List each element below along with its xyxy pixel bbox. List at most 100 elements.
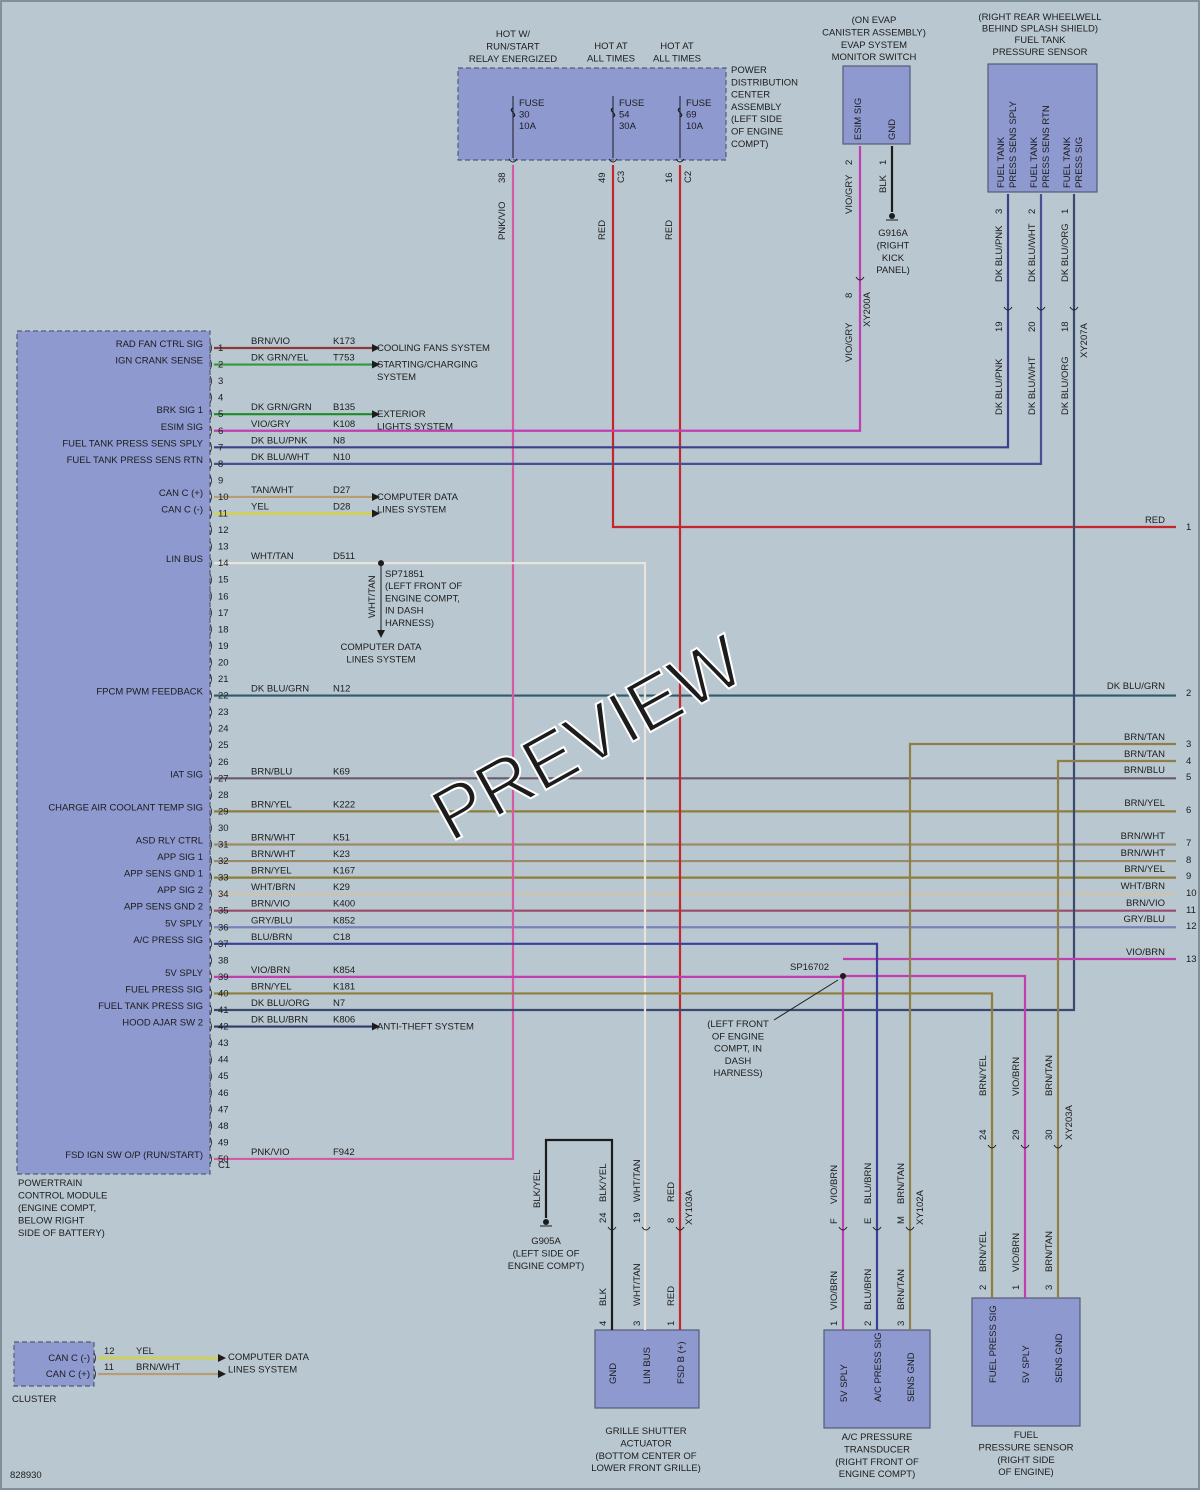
- pcm-pin-contact: [209, 938, 212, 950]
- ftps-pin-number: 1: [1060, 209, 1071, 214]
- wire-color-label: BRN/TAN: [1044, 1231, 1055, 1272]
- wire-color-label: VIO/GRY: [844, 174, 855, 214]
- pcm-pin-number: 9: [218, 475, 223, 486]
- fuse-icon: [510, 107, 516, 118]
- system-arrow: [377, 630, 385, 638]
- fuse-label: 69: [686, 110, 697, 121]
- acpt-terminal: 5V SPLY: [839, 1363, 850, 1402]
- pdc-pin-number: 16: [664, 172, 675, 183]
- circuit-number: N8: [333, 435, 345, 446]
- wire-color-label: BLU/BRN: [863, 1269, 874, 1310]
- pdc-pin-number: 38: [497, 172, 508, 183]
- inline-pin-number: 30: [1044, 1129, 1055, 1140]
- pdc-heading: RELAY ENERGIZED: [469, 54, 557, 65]
- edge-connector-number: 1: [1186, 522, 1191, 533]
- pcm-pin-number: 2: [218, 360, 223, 371]
- system-destination: LIGHTS SYSTEM: [377, 422, 453, 433]
- pcm-pin-number: 47: [218, 1104, 229, 1115]
- pcm-pin-contact: [209, 673, 212, 685]
- pdc-label: OF ENGINE: [731, 127, 783, 138]
- inline-pin-number: F: [829, 1218, 840, 1224]
- wire-color-label: DK BLU/PNK: [994, 225, 1005, 282]
- wire-color-label: BRN/TAN: [896, 1163, 907, 1204]
- acpt-terminal: A/C PRESS SIG: [873, 1332, 884, 1402]
- fuel-pressure-sensor: [971, 1297, 1081, 1427]
- pcm-pin-number: 20: [218, 657, 229, 668]
- gsa-pin-number: 1: [666, 1321, 677, 1326]
- pcm-pin-signal: A/C PRESS SIG: [133, 935, 203, 946]
- inline-pin-number: 19: [994, 321, 1005, 332]
- ftps-label: (RIGHT REAR WHEELWELL: [978, 12, 1101, 23]
- ground-label: KICK: [882, 253, 905, 264]
- system-arrow: [372, 344, 380, 352]
- edge-wire-label: VIO/BRN: [1126, 947, 1165, 958]
- pcm-pin-signal: APP SENS GND 1: [124, 869, 203, 880]
- pcm-pin-contact: [209, 359, 212, 370]
- fuse-label: 30: [519, 110, 530, 121]
- pcm-pin-signal: LIN BUS: [166, 554, 203, 565]
- pcm-pin-contact: [209, 591, 212, 602]
- ground-label: ENGINE COMPT): [508, 1261, 585, 1272]
- fps-label: (RIGHT SIDE: [997, 1455, 1054, 1466]
- pcm-pin-contact: [209, 524, 212, 536]
- pcm-pin-signal: ASD RLY CTRL: [136, 836, 203, 847]
- pcm-pin-number: 30: [218, 823, 229, 834]
- system-destination: LINES SYSTEM: [228, 1365, 297, 1376]
- pcm-pin-number: 15: [218, 575, 229, 586]
- ground-label: (RIGHT: [877, 240, 910, 251]
- pdc-heading: RUN/START: [486, 42, 540, 53]
- edge-connector-number: 11: [1186, 905, 1196, 916]
- pcm-pin-contact: [209, 640, 212, 652]
- inline-connector: [641, 1226, 651, 1231]
- ftps-pin-number: 3: [994, 209, 1005, 214]
- wire-color-label: DK BLU/PNK: [994, 358, 1005, 415]
- circuit-number: K854: [333, 965, 355, 976]
- pcm-pin-number: 22: [218, 691, 229, 702]
- evap-label: CANISTER ASSEMBLY): [822, 27, 926, 38]
- circuit-number: F942: [333, 1147, 355, 1158]
- wire-gsa-ground: [544, 1138, 614, 1330]
- circuit-number: N10: [333, 452, 350, 463]
- inline-connector: [1053, 1144, 1063, 1149]
- pcm-label: CONTROL MODULE: [18, 1191, 107, 1202]
- circuit-number: K222: [333, 799, 355, 810]
- ftps-terminal: FUEL TANK: [1062, 136, 1073, 188]
- fps-terminal: SENS GND: [1054, 1333, 1065, 1383]
- pcm-pin-contact: [209, 855, 212, 867]
- gsa-label: (BOTTOM CENTER OF: [595, 1451, 696, 1462]
- pcm-pin-number: 37: [218, 939, 229, 950]
- edge-wire-label: BRN/VIO: [1126, 898, 1165, 909]
- pcm-pin-contact: [209, 1070, 212, 1082]
- system-destination: COMPUTER DATA: [228, 1352, 310, 1363]
- pcm-label: SIDE OF BATTERY): [18, 1228, 105, 1239]
- wire-color-label: TAN/WHT: [251, 485, 294, 496]
- system-destination: EXTERIOR: [377, 409, 426, 420]
- wire-esim: [214, 146, 862, 432]
- edge-connector-number: 5: [1186, 772, 1191, 783]
- cluster-pin-number: 11: [104, 1362, 114, 1373]
- pcm-pin-contact: [209, 723, 212, 734]
- pcm-pin-number: 1: [218, 343, 223, 354]
- inline-pin-number: 24: [598, 1212, 609, 1223]
- gsa-label: GRILLE SHUTTER: [605, 1426, 686, 1437]
- pcm-pin-signal: RAD FAN CTRL SIG: [116, 339, 203, 350]
- pcm-pin-contact: [209, 739, 212, 751]
- acpt-label: (RIGHT FRONT OF: [835, 1457, 919, 1468]
- pcm-pin-contact: [209, 773, 212, 784]
- pdc-heading: HOT AT: [594, 41, 628, 52]
- circuit-number: B135: [333, 402, 355, 413]
- ground-label: (LEFT SIDE OF: [513, 1248, 580, 1259]
- wire-color-label: BRN/BLU: [251, 766, 292, 777]
- pcm-pin-contact: [209, 955, 212, 966]
- pcm-pin-contact: [209, 557, 212, 569]
- evap-terminal: GND: [887, 119, 898, 140]
- pcm-pin-contact: [209, 1054, 212, 1065]
- pdc-pin-contact: [508, 158, 518, 163]
- edge-wire-label: BRN/WHT: [1121, 831, 1166, 842]
- pcm-pin-number: 46: [218, 1088, 229, 1099]
- circuit-number: K51: [333, 833, 350, 844]
- cluster-pin-contact: [93, 1352, 96, 1364]
- wire-color-label: BRN/WHT: [251, 849, 296, 860]
- wire-color-label: RED: [597, 220, 608, 240]
